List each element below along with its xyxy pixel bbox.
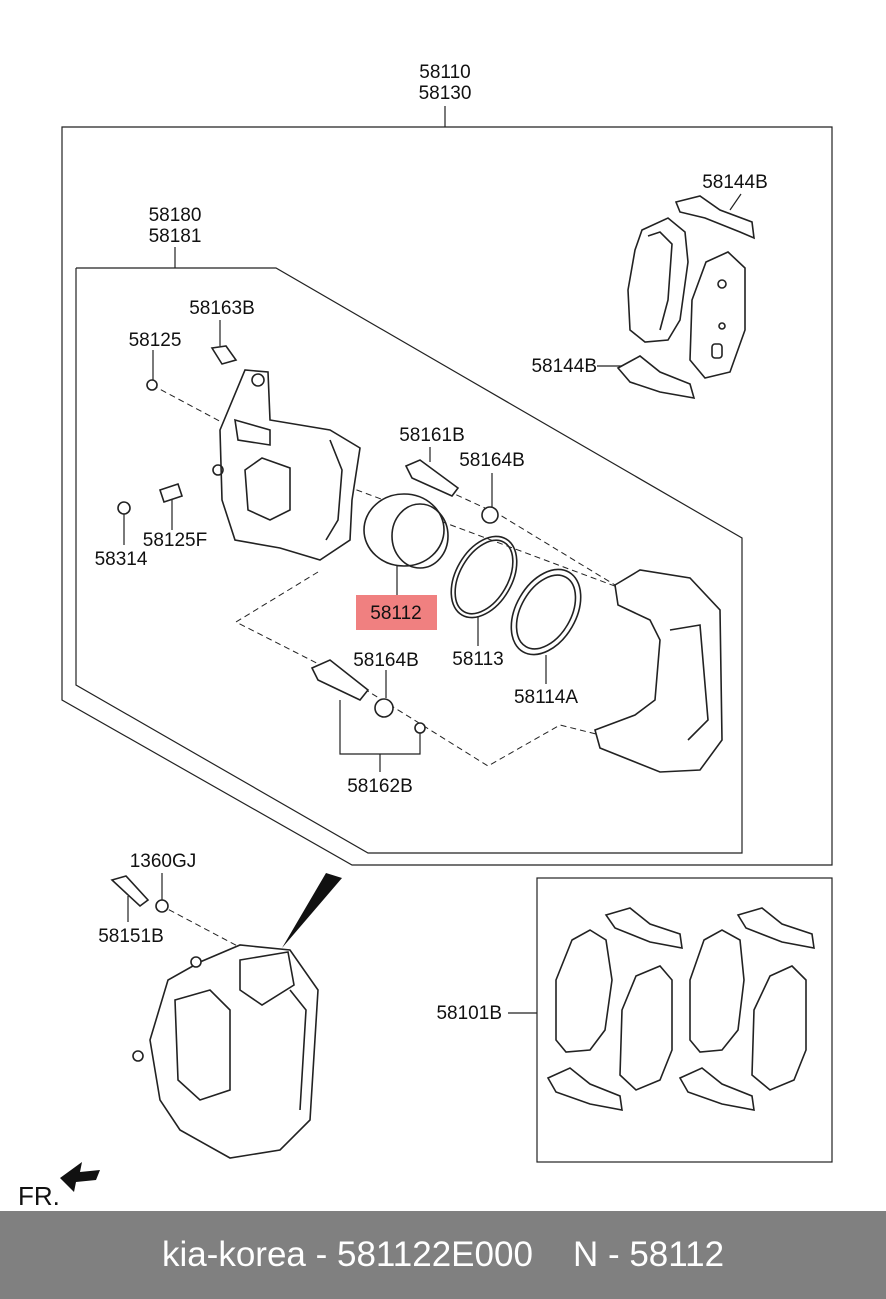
assembly-boundary bbox=[61, 126, 833, 866]
label-boot-top: 58164B bbox=[459, 450, 525, 471]
label-pad-spring-top: 58144B bbox=[702, 172, 768, 193]
label-washer: 1360GJ bbox=[130, 851, 197, 872]
highlight-box bbox=[356, 595, 437, 630]
label-piston: 58112 bbox=[370, 603, 421, 624]
footer-diagram-ref: N - 58112 bbox=[572, 1235, 725, 1274]
fr-arrow-icon bbox=[60, 1162, 100, 1192]
brake-pads-top bbox=[616, 195, 755, 400]
parts-diagram: 58110 58130 58180 58181 58144B 58144B 58… bbox=[18, 62, 833, 1211]
label-pad-spring-bottom: 58144B bbox=[531, 356, 597, 377]
footer-part-number: kia-korea - 581122E000 bbox=[161, 1235, 533, 1274]
caliper-body bbox=[212, 369, 361, 561]
label-union-bolt: 58151B bbox=[98, 926, 164, 947]
label-caliper-b: 58181 bbox=[149, 226, 202, 247]
leader-arrow bbox=[282, 873, 342, 948]
label-piston-seal: 58113 bbox=[452, 649, 503, 670]
label-caliper-a: 58180 bbox=[149, 205, 202, 226]
caliper-complete bbox=[132, 944, 319, 1159]
label-bleed-plug: 58314 bbox=[95, 549, 148, 570]
label-boot-bottom: 58164B bbox=[353, 650, 419, 671]
caliper-boundary bbox=[75, 267, 743, 854]
pad-kit-illustration bbox=[546, 907, 815, 1111]
label-bolt-a: 58163B bbox=[189, 298, 255, 319]
label-assy-b: 58130 bbox=[419, 83, 472, 104]
small-parts bbox=[110, 345, 499, 913]
label-bleeder-screw: 58125F bbox=[143, 530, 207, 551]
pad-kit-boundary bbox=[536, 877, 833, 1163]
label-pad-kit: 58101B bbox=[436, 1003, 502, 1024]
label-piston-boot: 58114A bbox=[514, 687, 578, 708]
label-bleed-cap: 58125 bbox=[129, 330, 182, 351]
label-guide-pin-top: 58161B bbox=[399, 425, 465, 446]
label-assy-a: 58110 bbox=[419, 62, 470, 83]
label-direction: FR. bbox=[18, 1181, 60, 1211]
footer-bar: kia-korea - 581122E000 N - 58112 bbox=[0, 1211, 886, 1299]
caliper-bracket bbox=[594, 569, 723, 773]
piston-group bbox=[363, 493, 582, 656]
label-guide-pin-bottom: 58162B bbox=[347, 776, 413, 797]
